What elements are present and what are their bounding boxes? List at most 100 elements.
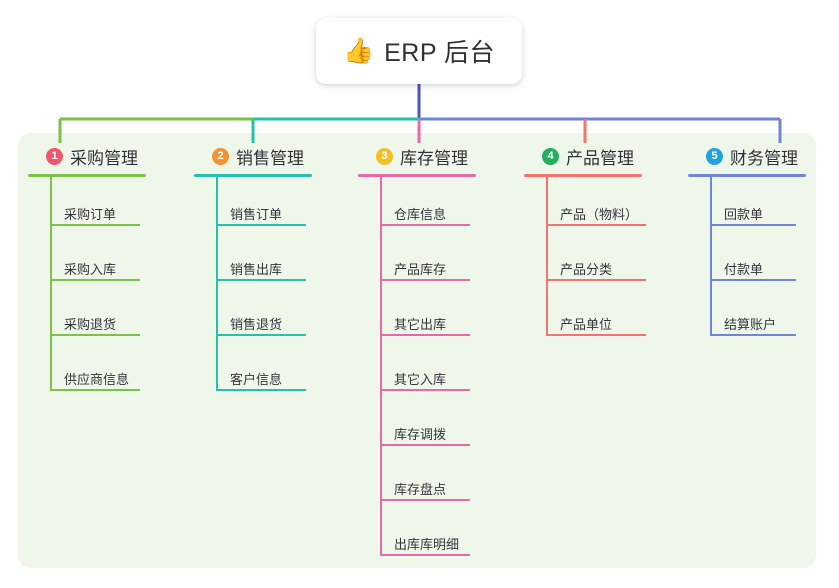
leaf-item[interactable]: 销售退货 xyxy=(194,287,312,342)
leaf-item-label: 付款单 xyxy=(724,262,764,277)
root-node-title: ERP 后台 xyxy=(384,39,496,67)
leaf-item-rule xyxy=(50,279,140,281)
leaf-item[interactable]: 供应商信息 xyxy=(28,342,146,397)
leaf-item-label: 产品库存 xyxy=(394,262,447,277)
leaf-item[interactable]: 仓库信息 xyxy=(358,177,476,232)
branch-spine xyxy=(710,177,712,336)
branch-title: 采购管理 xyxy=(70,148,138,168)
branch-number-badge: 2 xyxy=(212,147,229,165)
leaf-item[interactable]: 客户信息 xyxy=(194,342,312,397)
branch-number-badge: 5 xyxy=(706,147,723,165)
root-node-card[interactable]: 👍 ERP 后台 xyxy=(316,18,522,84)
leaf-item-label: 采购订单 xyxy=(64,207,117,222)
leaf-item-rule xyxy=(380,389,470,391)
leaf-item[interactable]: 产品分类 xyxy=(524,232,646,287)
leaf-item-label: 销售出库 xyxy=(230,262,283,277)
leaf-item[interactable]: 出库库明细 xyxy=(358,507,476,562)
leaf-item-label: 出库库明细 xyxy=(394,537,460,552)
leaf-item-label: 采购退货 xyxy=(64,317,117,332)
branch-column-4: 4 产品管理产品（物料） 产品分类产品单位 xyxy=(524,143,646,342)
leaf-item[interactable]: 产品（物料） xyxy=(524,177,646,232)
branch-header-4[interactable]: 4 产品管理 xyxy=(524,143,642,169)
leaf-item[interactable]: 采购退货 xyxy=(28,287,146,342)
leaf-item-label: 其它出库 xyxy=(394,317,447,332)
leaf-item-label: 库存盘点 xyxy=(394,482,447,497)
leaf-item-label: 销售订单 xyxy=(230,207,283,222)
branch-items-1: 采购订单采购入库采购退货供应商信息 xyxy=(28,177,146,397)
leaf-item-rule xyxy=(546,334,646,336)
leaf-item[interactable]: 回款单 xyxy=(688,177,806,232)
leaf-item-rule xyxy=(216,279,306,281)
leaf-item-rule xyxy=(546,224,646,226)
leaf-item-label: 其它入库 xyxy=(394,372,447,387)
leaf-item-rule xyxy=(216,224,306,226)
branch-items-4: 产品（物料） 产品分类产品单位 xyxy=(524,177,646,342)
branch-header-1[interactable]: 1 采购管理 xyxy=(28,143,146,169)
leaf-item-rule xyxy=(380,334,470,336)
branch-spine xyxy=(380,177,382,556)
leaf-item-rule xyxy=(50,224,140,226)
leaf-item-rule xyxy=(216,389,306,391)
leaf-item-label: 回款单 xyxy=(724,207,764,222)
branch-header-3[interactable]: 3 库存管理 xyxy=(358,143,476,169)
leaf-item[interactable]: 结算账户 xyxy=(688,287,806,342)
leaf-item[interactable]: 库存调拨 xyxy=(358,397,476,452)
leaf-item-rule xyxy=(216,334,306,336)
branch-column-1: 1 采购管理采购订单采购入库采购退货供应商信息 xyxy=(28,143,146,397)
leaf-item-label: 库存调拨 xyxy=(394,427,447,442)
branch-title: 财务管理 xyxy=(730,148,798,168)
leaf-item-label: 产品单位 xyxy=(560,317,613,332)
leaf-item-rule xyxy=(380,554,470,556)
leaf-item-label: 仓库信息 xyxy=(394,207,447,222)
leaf-item-rule xyxy=(546,279,646,281)
leaf-item[interactable]: 其它出库 xyxy=(358,287,476,342)
branch-title: 销售管理 xyxy=(236,148,304,168)
leaf-item[interactable]: 其它入库 xyxy=(358,342,476,397)
leaf-item-rule xyxy=(50,334,140,336)
branch-title: 产品管理 xyxy=(566,148,634,168)
leaf-item-label: 客户信息 xyxy=(230,372,283,387)
branch-number-badge: 1 xyxy=(46,147,63,165)
branch-column-3: 3 库存管理仓库信息产品库存其它出库其它入库库存调拨库存盘点出库库明细 xyxy=(358,143,476,562)
branch-title: 库存管理 xyxy=(400,148,468,168)
branch-items-5: 回款单付款单结算账户 xyxy=(688,177,806,342)
branch-header-rule xyxy=(524,174,642,177)
branch-header-2[interactable]: 2 销售管理 xyxy=(194,143,312,169)
branch-header-5[interactable]: 5 财务管理 xyxy=(688,143,806,169)
leaf-item-label: 产品（物料） xyxy=(560,207,639,222)
branch-header-rule xyxy=(688,174,806,177)
leaf-item[interactable]: 销售订单 xyxy=(194,177,312,232)
branch-spine xyxy=(216,177,218,391)
leaf-item-label: 产品分类 xyxy=(560,262,613,277)
leaf-item-rule xyxy=(710,224,796,226)
branch-spine xyxy=(50,177,52,391)
leaf-item-label: 采购入库 xyxy=(64,262,117,277)
leaf-item-label: 供应商信息 xyxy=(64,372,130,387)
leaf-item-label: 结算账户 xyxy=(724,317,777,332)
leaf-item-rule xyxy=(380,279,470,281)
leaf-item[interactable]: 库存盘点 xyxy=(358,452,476,507)
leaf-item[interactable]: 产品单位 xyxy=(524,287,646,342)
branch-spine xyxy=(546,177,548,336)
leaf-item-rule xyxy=(380,499,470,501)
branch-column-2: 2 销售管理销售订单销售出库销售退货客户信息 xyxy=(194,143,312,397)
leaf-item-rule xyxy=(380,444,470,446)
branch-items-3: 仓库信息产品库存其它出库其它入库库存调拨库存盘点出库库明细 xyxy=(358,177,476,562)
branch-header-rule xyxy=(28,174,146,177)
branch-header-rule xyxy=(194,174,312,177)
leaf-item[interactable]: 采购订单 xyxy=(28,177,146,232)
branch-items-2: 销售订单销售出库销售退货客户信息 xyxy=(194,177,312,397)
leaf-item[interactable]: 采购入库 xyxy=(28,232,146,287)
leaf-item[interactable]: 产品库存 xyxy=(358,232,476,287)
leaf-item-rule xyxy=(710,334,796,336)
branch-header-rule xyxy=(358,174,476,177)
leaf-item[interactable]: 销售出库 xyxy=(194,232,312,287)
branch-number-badge: 4 xyxy=(542,147,559,165)
diagram-background-panel xyxy=(18,133,816,568)
branch-number-badge: 3 xyxy=(376,147,393,165)
leaf-item-rule xyxy=(710,279,796,281)
leaf-item[interactable]: 付款单 xyxy=(688,232,806,287)
leaf-item-rule xyxy=(50,389,140,391)
